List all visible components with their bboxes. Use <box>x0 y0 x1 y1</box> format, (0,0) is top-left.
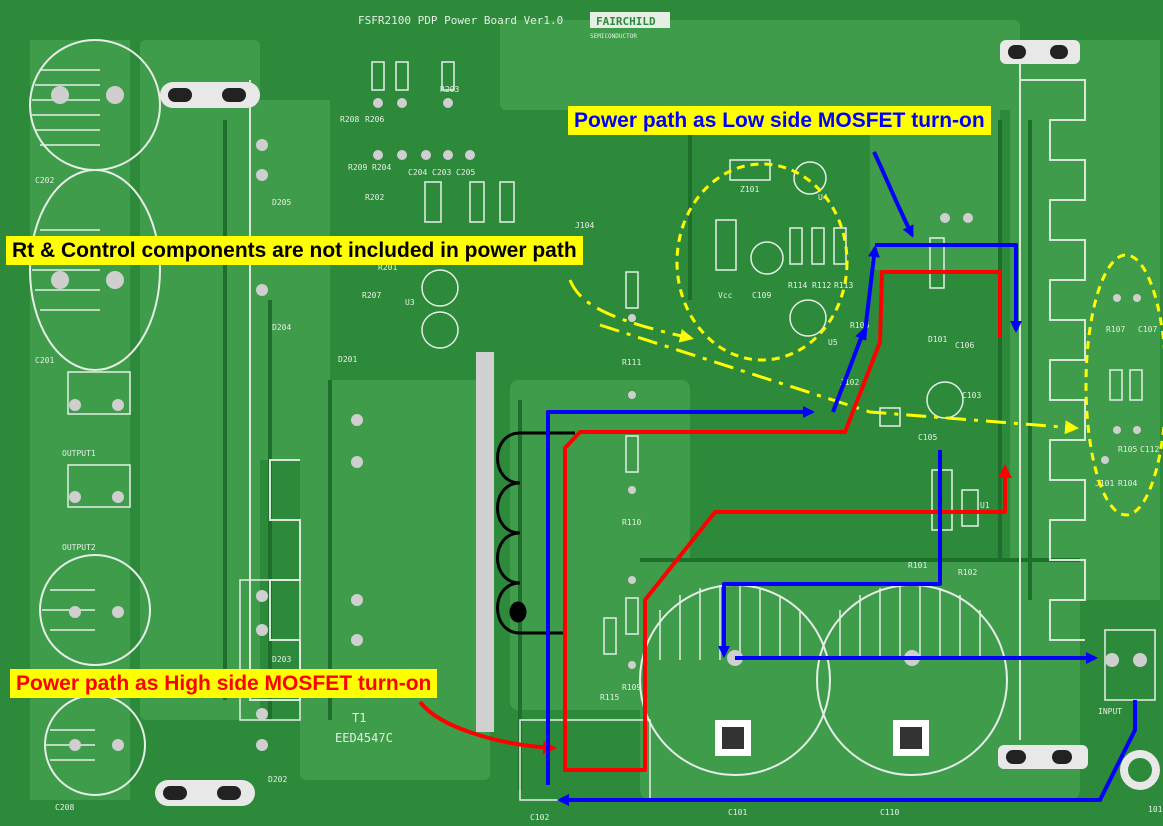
silk-d204: D204 <box>272 323 291 332</box>
silk-j104: J104 <box>575 221 594 230</box>
silk-t1: T1 <box>352 711 366 725</box>
silk-r209: R209 <box>348 163 367 172</box>
silkscreen-labels: C202 C201 C208 OUTPUT1 OUTPUT2 D205 D204… <box>35 85 1163 822</box>
bulk-capacitor-pads <box>715 720 929 756</box>
silk-r101: R101 <box>908 561 927 570</box>
logo-subtitle: SEMICONDUCTOR <box>590 33 637 40</box>
silk-z101: Z101 <box>740 185 759 194</box>
silk-u1: U1 <box>980 501 990 510</box>
silk-c101: C101 <box>728 808 747 817</box>
silk-r203: R203 <box>440 85 459 94</box>
silk-c205: C205 <box>456 168 475 177</box>
highlight-ellipses <box>675 162 1163 517</box>
silk-vcc: Vcc <box>718 291 733 300</box>
control-signal-path <box>568 279 1079 435</box>
rt-area-ellipse <box>1084 253 1163 517</box>
silk-c110: C110 <box>880 808 899 817</box>
mounting-slots <box>155 40 1160 806</box>
component-outlines <box>67 61 1156 801</box>
transformer-labels: T1 EED4547C <box>335 711 393 745</box>
silk-c204: C204 <box>408 168 427 177</box>
silk-c208: C208 <box>55 803 74 812</box>
low-side-power-path <box>546 151 1137 806</box>
silk-c107: C107 <box>1138 325 1157 334</box>
silk-d201: D201 <box>338 355 357 364</box>
callout-low-side: Power path as Low side MOSFET turn-on <box>568 106 991 135</box>
silk-r112: R112 <box>812 281 831 290</box>
silk-r115: R115 <box>600 693 619 702</box>
silk-u4: U4 <box>818 193 828 202</box>
transformer-winding <box>496 431 575 635</box>
silk-u5: U5 <box>828 338 838 347</box>
silk-c203: C203 <box>432 168 451 177</box>
logo-text: FAIRCHILD <box>596 15 656 28</box>
solder-pads <box>51 86 1147 751</box>
silk-d203: D203 <box>272 655 291 664</box>
silk-101: 101 <box>1148 805 1163 814</box>
fairchild-logo <box>590 12 670 28</box>
silk-r206: R206 <box>365 115 384 124</box>
silk-r201: R201 <box>378 263 397 272</box>
control-area-ellipse <box>675 162 849 362</box>
silk-r107: R107 <box>1106 325 1125 334</box>
silk-r102: R102 <box>958 568 977 577</box>
silk-j102: J102 <box>840 378 859 387</box>
silk-input: INPUT <box>1098 707 1122 716</box>
ic-circles <box>421 161 964 419</box>
silk-output2: OUTPUT2 <box>62 543 96 552</box>
silk-r202: R202 <box>365 193 384 202</box>
silk-c106: C106 <box>955 341 974 350</box>
silk-r204: R204 <box>372 163 391 172</box>
silk-c202: C202 <box>35 176 54 185</box>
callout-control-excluded: Rt & Control components are not included… <box>6 236 583 265</box>
silk-j101: J101 <box>1095 479 1114 488</box>
silk-r105: R105 <box>1118 445 1137 454</box>
silk-c201: C201 <box>35 356 54 365</box>
transformer-core-bar <box>476 352 494 732</box>
bulk-capacitor-hatching <box>659 585 981 660</box>
silk-d202: D202 <box>268 775 287 784</box>
board-header: FSFR2100 PDP Power Board Ver1.0 FAIRCHIL… <box>358 12 670 40</box>
silk-c109: C109 <box>752 291 771 300</box>
callout-high-side: Power path as High side MOSFET turn-on <box>10 669 438 698</box>
silk-r111: R111 <box>622 358 641 367</box>
silk-output1: OUTPUT1 <box>62 449 96 458</box>
board-title: FSFR2100 PDP Power Board Ver1.0 <box>358 14 563 27</box>
silk-d101: D101 <box>928 335 947 344</box>
silk-r110: R110 <box>622 518 641 527</box>
silk-c105: C105 <box>918 433 937 442</box>
silk-u3: U3 <box>405 298 415 307</box>
silk-r104: R104 <box>1118 479 1137 488</box>
silk-c103: C103 <box>962 391 981 400</box>
silk-d205: D205 <box>272 198 291 207</box>
silk-r114: R114 <box>788 281 807 290</box>
silk-c102: C102 <box>530 813 549 822</box>
silk-r208: R208 <box>340 115 359 124</box>
silk-c112: C112 <box>1140 445 1159 454</box>
silk-r113: R113 <box>834 281 853 290</box>
silk-eed: EED4547C <box>335 731 393 745</box>
silk-r207: R207 <box>362 291 381 300</box>
silk-r106: R106 <box>850 321 869 330</box>
silk-r109: R109 <box>622 683 641 692</box>
high-side-power-path <box>418 270 1012 772</box>
